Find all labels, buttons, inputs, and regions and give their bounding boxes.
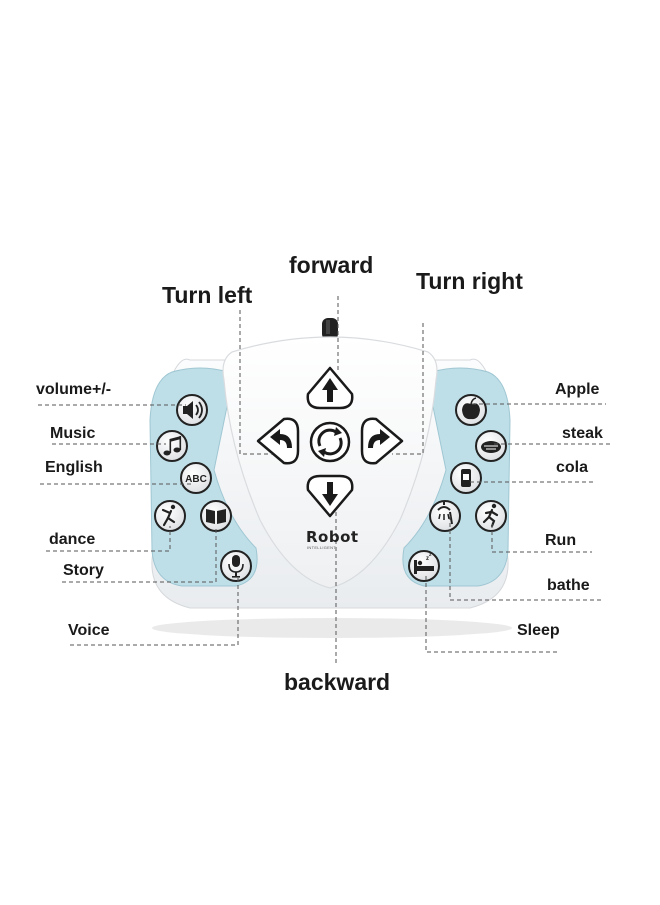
forward-button[interactable] (306, 366, 354, 410)
antenna (322, 318, 338, 340)
voice-button[interactable] (220, 550, 252, 582)
book-icon (206, 509, 226, 524)
dance-leader-line (46, 526, 171, 552)
story-button[interactable] (200, 500, 232, 532)
cola-button[interactable] (450, 462, 482, 494)
callout-lines (38, 296, 612, 664)
cola-can-icon (461, 469, 471, 487)
bathe-button[interactable] (429, 500, 461, 532)
rotate-button[interactable] (309, 421, 351, 463)
label-music: Music (50, 425, 96, 442)
label-steak: steak (562, 425, 603, 442)
turn-left-button[interactable] (256, 417, 300, 465)
run-button[interactable] (475, 500, 507, 532)
label-forward: forward (289, 252, 374, 278)
label-backward: backward (284, 669, 391, 695)
music-note-icon (163, 436, 182, 456)
svg-text:z: z (426, 556, 429, 562)
abc-icon: ABC (185, 474, 207, 485)
brand-logo: Robot (306, 528, 359, 546)
turn-right-button[interactable] (360, 417, 404, 465)
sleep-leader-line (425, 576, 558, 653)
turn-right-leader-line (392, 323, 424, 455)
brand-subtitle: INTELLIGENT (307, 545, 337, 550)
story-leader-line (62, 526, 217, 583)
apple-button[interactable] (455, 394, 487, 426)
steak-icon (481, 441, 501, 453)
label-turn-right: Turn right (416, 268, 523, 294)
label-apple: Apple (555, 381, 600, 398)
label-dance: dance (49, 531, 96, 548)
backward-button[interactable] (306, 474, 354, 518)
label-run: Run (545, 532, 577, 549)
run-leader-line (491, 524, 592, 553)
turn-left-leader-line (239, 310, 272, 455)
svg-text:z: z (429, 552, 432, 558)
label-english: English (45, 459, 103, 476)
label-volume: volume+/- (36, 381, 112, 398)
volume-button[interactable] (176, 394, 208, 426)
dancer-icon (161, 504, 176, 527)
music-button[interactable] (156, 430, 188, 462)
english-button[interactable]: ABC (180, 462, 212, 494)
bed-sleep-icon: z z (414, 552, 434, 574)
center-shield (222, 336, 438, 589)
turn-left-arrow-icon (270, 429, 292, 448)
label-cola: cola (556, 459, 589, 476)
down-arrow-icon (322, 482, 338, 506)
bathe-leader-line (449, 516, 604, 601)
microphone-icon (228, 555, 244, 578)
label-turn-left: Turn left (162, 282, 253, 308)
up-arrow-icon (322, 378, 338, 402)
voice-leader-line (70, 578, 239, 646)
sleep-button[interactable]: z z (408, 550, 440, 582)
apple-icon (462, 397, 480, 420)
runner-icon (482, 503, 499, 528)
label-sleep: Sleep (517, 622, 560, 639)
speaker-icon (183, 401, 193, 419)
label-voice: Voice (68, 622, 110, 639)
turn-right-arrow-icon (368, 429, 390, 448)
controller-shadow (152, 618, 512, 638)
shower-icon (437, 502, 453, 525)
steak-button[interactable] (475, 430, 507, 462)
label-story: Story (63, 562, 104, 579)
rotate-arrows-icon (317, 428, 343, 456)
label-bathe: bathe (547, 577, 590, 594)
